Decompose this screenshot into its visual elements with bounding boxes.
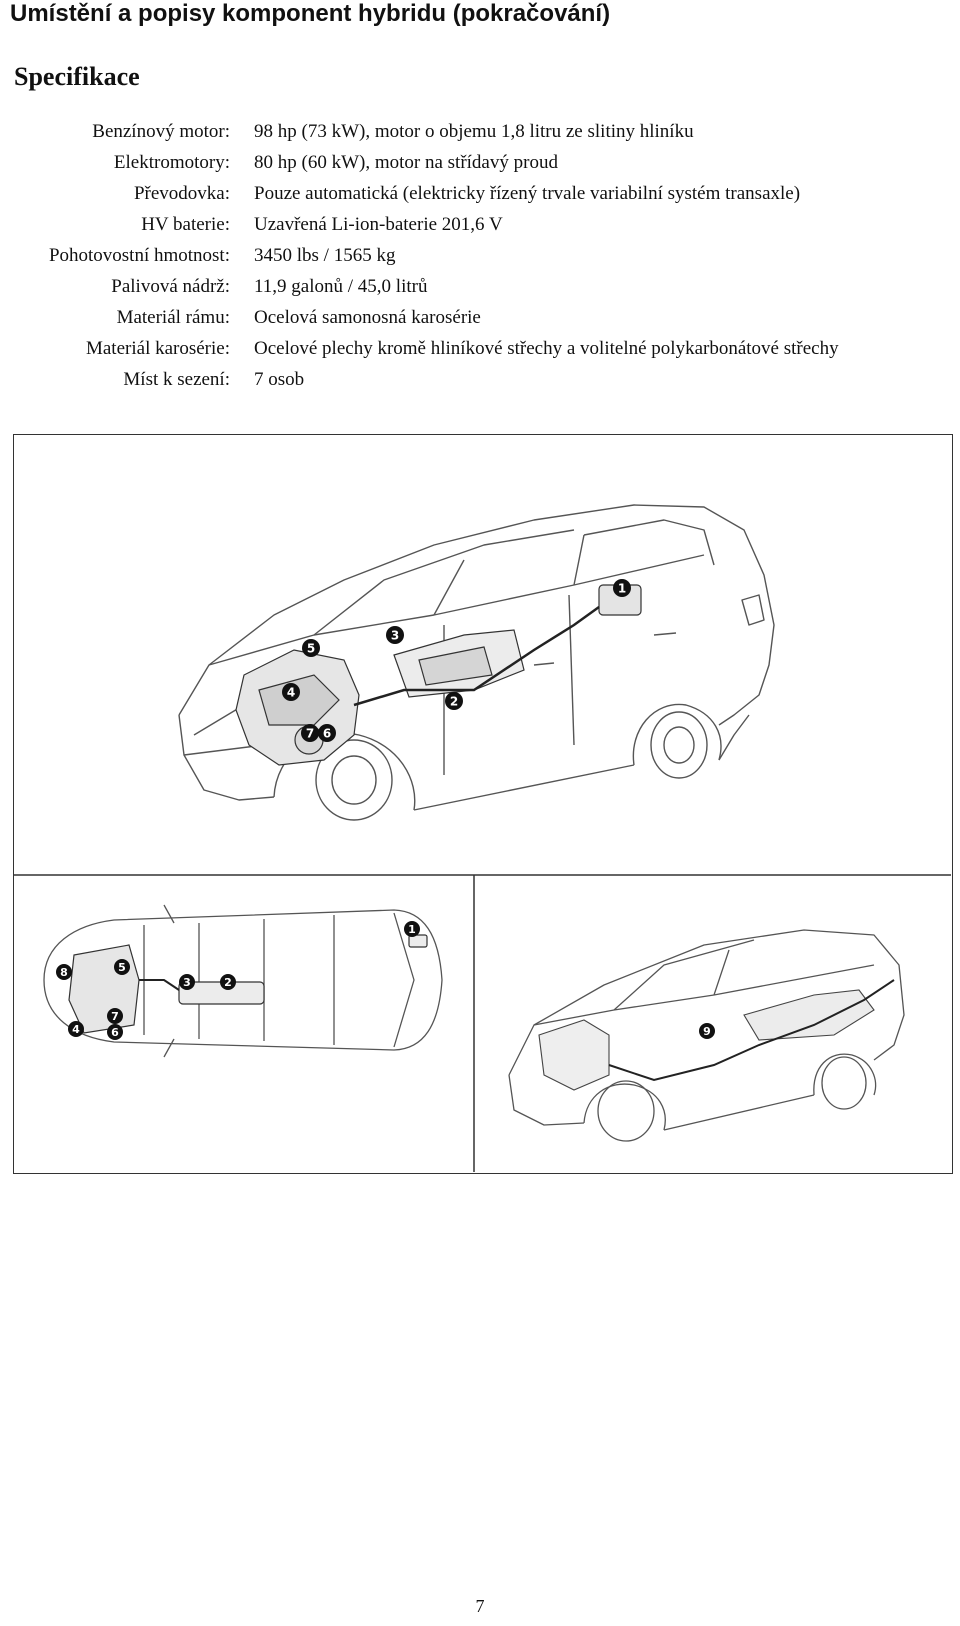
page-title: Umístění a popisy komponent hybridu (pok… bbox=[10, 0, 611, 27]
marker-label: 1 bbox=[408, 923, 416, 936]
hv-cable bbox=[353, 605, 600, 707]
spec-row: Materiál karosérie: Ocelové plechy kromě… bbox=[0, 335, 960, 366]
battery-inverter bbox=[393, 629, 525, 698]
side-markers: 9 bbox=[699, 1023, 715, 1039]
marker-label: 3 bbox=[391, 629, 399, 643]
marker-label: 1 bbox=[618, 582, 626, 596]
component-diagram-svg: 1 2 3 4 5 6 7 bbox=[14, 504, 951, 1172]
marker-label: 3 bbox=[183, 976, 191, 989]
marker-label: 4 bbox=[287, 686, 295, 700]
spec-row: Míst k sezení: 7 osob bbox=[0, 366, 960, 397]
side-cable bbox=[608, 979, 895, 1082]
spec-label: Pohotovostní hmotnost: bbox=[48, 245, 230, 266]
spec-label: Míst k sezení: bbox=[123, 369, 230, 390]
spec-value: 80 hp (60 kW), motor na střídavý proud bbox=[254, 152, 558, 173]
spec-value: 3450 lbs / 1565 kg bbox=[254, 245, 396, 266]
marker-label: 8 bbox=[60, 966, 68, 979]
spec-value: Ocelové plechy kromě hliníkové střechy a… bbox=[254, 338, 839, 359]
spec-row: Benzínový motor: 98 hp (73 kW), motor o … bbox=[0, 118, 960, 149]
spec-label: Převodovka: bbox=[133, 183, 230, 204]
top-engine bbox=[68, 944, 140, 1034]
spec-row: HV baterie: Uzavřená Li-ion-baterie 201,… bbox=[0, 211, 960, 242]
marker-label: 2 bbox=[450, 695, 458, 709]
spec-label: Palivová nádrž: bbox=[111, 276, 230, 297]
spec-value: Ocelová samonosná karosérie bbox=[254, 307, 481, 328]
marker-label: 5 bbox=[118, 961, 126, 974]
marker-label: 7 bbox=[306, 727, 314, 741]
spec-row: Palivová nádrž: 11,9 galonů / 45,0 litrů bbox=[0, 273, 960, 304]
top-markers: 1 2 3 4 5 6 7 8 bbox=[56, 921, 420, 1040]
marker-label: 5 bbox=[307, 642, 315, 656]
spec-label: Elektromotory: bbox=[113, 152, 230, 173]
spec-row: Elektromotory: 80 hp (60 kW), motor na s… bbox=[0, 149, 960, 180]
top-battery bbox=[178, 934, 428, 1005]
spec-value: 98 hp (73 kW), motor o objemu 1,8 litru … bbox=[254, 121, 694, 142]
engine-block bbox=[235, 649, 360, 766]
top-cable bbox=[139, 979, 180, 991]
spec-value: 7 osob bbox=[254, 369, 305, 390]
marker-label: 7 bbox=[111, 1010, 119, 1023]
page-number: 7 bbox=[475, 1596, 485, 1616]
spec-row: Pohotovostní hmotnost: 3450 lbs / 1565 k… bbox=[0, 242, 960, 273]
side-tank bbox=[743, 989, 875, 1041]
spec-label: Benzínový motor: bbox=[92, 121, 230, 142]
marker-label: 6 bbox=[323, 727, 331, 741]
main-markers: 1 2 3 4 5 6 7 bbox=[282, 579, 631, 742]
marker-label: 9 bbox=[703, 1025, 711, 1038]
side-engine bbox=[538, 1019, 610, 1091]
marker-label: 2 bbox=[224, 976, 232, 989]
spec-label: Materiál karosérie: bbox=[85, 338, 230, 359]
spec-value: 11,9 galonů / 45,0 litrů bbox=[254, 276, 428, 297]
spec-value: Pouze automatická (elektricky řízený trv… bbox=[254, 183, 801, 204]
spec-list: Benzínový motor: 98 hp (73 kW), motor o … bbox=[0, 118, 960, 397]
spec-value: Uzavřená Li-ion-baterie 201,6 V bbox=[254, 214, 503, 235]
spec-label: HV baterie: bbox=[141, 214, 230, 235]
section-title: Specifikace bbox=[14, 62, 140, 91]
marker-label: 6 bbox=[111, 1026, 119, 1039]
spec-row: Materiál rámu: Ocelová samonosná karosér… bbox=[0, 304, 960, 335]
spec-row: Převodovka: Pouze automatická (elektrick… bbox=[0, 180, 960, 211]
component-diagram: 1 2 3 4 5 6 7 bbox=[13, 434, 953, 1174]
car-side-view bbox=[508, 929, 905, 1142]
marker-label: 4 bbox=[72, 1023, 80, 1036]
spec-label: Materiál rámu: bbox=[116, 307, 230, 328]
